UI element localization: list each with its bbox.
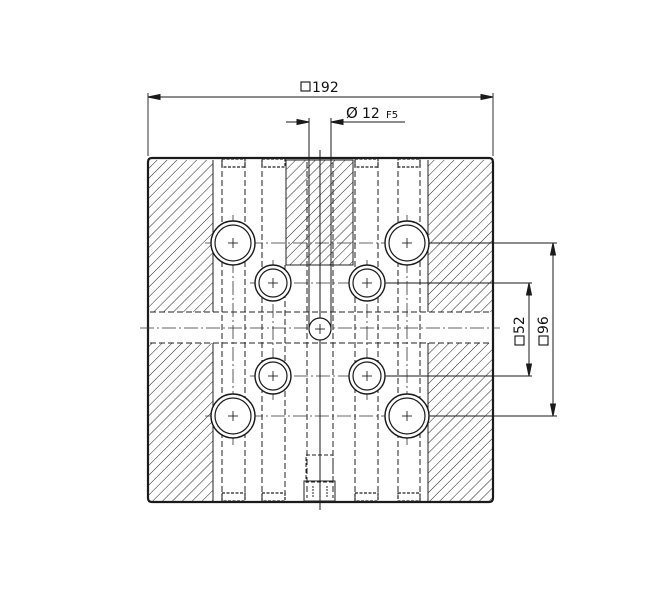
hatch-right-top bbox=[428, 160, 492, 312]
hatch-left-bottom bbox=[149, 343, 213, 501]
svg-text:12: 12 bbox=[362, 106, 380, 122]
dim-text-192: 192 bbox=[300, 80, 339, 96]
hatch-right-bottom bbox=[428, 343, 492, 501]
svg-text:F5: F5 bbox=[386, 110, 398, 121]
dim-text-52: 52 bbox=[512, 316, 528, 346]
block-outline bbox=[146, 156, 495, 504]
vertical-channels bbox=[221, 162, 421, 498]
dimension-lines bbox=[147, 93, 557, 417]
svg-text:Ø: Ø bbox=[346, 104, 358, 122]
svg-text:96: 96 bbox=[536, 316, 552, 334]
dim-text-96: 96 bbox=[536, 316, 552, 346]
svg-text:192: 192 bbox=[312, 80, 339, 96]
svg-text:52: 52 bbox=[512, 316, 528, 334]
hatch-left-top bbox=[149, 160, 213, 312]
dim-text-bore: Ø 12 F5 bbox=[346, 104, 398, 122]
thread-caps bbox=[221, 158, 421, 502]
extension-lines bbox=[147, 93, 557, 417]
horizontal-channel bbox=[150, 311, 491, 344]
